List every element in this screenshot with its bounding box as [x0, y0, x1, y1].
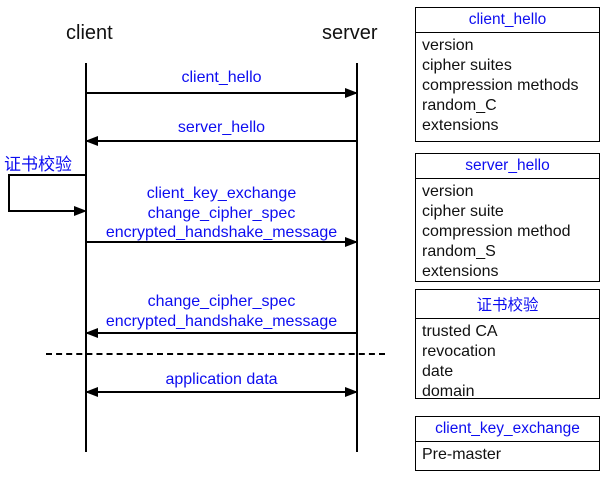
infobox-items: trusted CA revocation date domain [416, 319, 599, 406]
actor-label-client: client [66, 22, 113, 44]
infobox-item: trusted CA [422, 323, 498, 340]
infobox-item: extensions [422, 263, 499, 280]
infobox-item: extensions [422, 117, 499, 134]
message-arrow-server-hello [85, 136, 357, 146]
actor-label-server: server [322, 22, 378, 44]
infobox-client-hello: client_hello version cipher suites compr… [415, 7, 600, 142]
arrowhead-right-icon [345, 387, 358, 397]
infobox-server-hello: server_hello version cipher suite compre… [415, 153, 600, 282]
infobox-item: domain [422, 383, 475, 400]
arrowhead-right-icon [74, 206, 87, 216]
message-line: change_cipher_spec [147, 204, 296, 222]
message-arrow-application-data [85, 387, 358, 397]
infobox-item: compression methods [422, 77, 579, 94]
message-label-application-data: application data [165, 371, 278, 388]
infobox-item: random_S [422, 243, 496, 260]
infobox-item: version [422, 183, 474, 200]
infobox-client-key-exchange: client_key_exchange Pre-master [415, 416, 600, 471]
message-line: client_key_exchange [146, 185, 297, 202]
message-line: encrypted_handshake_message [105, 224, 338, 241]
infobox-title: client_key_exchange [416, 417, 599, 442]
infobox-title: 证书校验 [416, 290, 599, 319]
infobox-title: server_hello [416, 154, 599, 179]
arrowhead-left-icon [85, 387, 98, 397]
infobox-item: revocation [422, 343, 496, 360]
message-line: encrypted_handshake_message [105, 312, 338, 330]
lifeline-client [85, 63, 87, 452]
message-arrow-server-finish [85, 328, 357, 338]
arrowhead-right-icon [345, 88, 358, 98]
lifeline-server [356, 63, 358, 452]
infobox-cert-verify: 证书校验 trusted CA revocation date domain [415, 289, 600, 400]
message-arrow-client-key-exchange [86, 237, 358, 247]
arrowhead-left-icon [85, 136, 98, 146]
message-line: change_cipher_spec [147, 293, 296, 310]
self-loop-bottom-segment [8, 206, 87, 216]
infobox-item: Pre-master [422, 446, 502, 463]
message-label-client-key-exchange: client_key_exchange change_cipher_spec e… [86, 184, 357, 243]
infobox-items: version cipher suites compression method… [416, 33, 599, 140]
message-label-server-finish: change_cipher_spec encrypted_handshake_m… [86, 292, 357, 331]
self-loop-top-segment [8, 174, 86, 176]
infobox-item: random_C [422, 97, 497, 114]
infobox-title: client_hello [416, 8, 599, 33]
infobox-item: version [422, 37, 474, 54]
session-divider [46, 353, 385, 355]
infobox-items: version cipher suite compression method … [416, 179, 599, 286]
message-arrow-client-hello [86, 88, 358, 98]
message-label-client-hello: client_hello [181, 69, 262, 86]
arrowhead-right-icon [345, 237, 358, 247]
arrowhead-left-icon [85, 328, 98, 338]
message-label-server-hello: server_hello [177, 119, 266, 136]
cert-verify-label: 证书校验 [4, 155, 72, 174]
infobox-item: compression method [422, 223, 571, 240]
infobox-item: date [422, 363, 454, 380]
self-loop-left-segment [8, 174, 10, 212]
infobox-item: cipher suite [422, 203, 504, 220]
infobox-item: cipher suites [422, 57, 512, 74]
infobox-items: Pre-master [416, 442, 599, 469]
